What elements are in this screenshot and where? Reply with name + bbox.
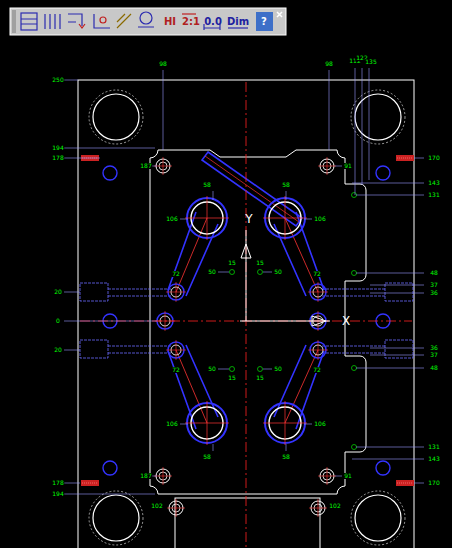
dimension-number: 50 <box>273 269 283 275</box>
toolbar-label: HI <box>163 17 177 27</box>
dimension-number: 36 <box>429 290 439 296</box>
dimension-number: 250 <box>51 77 64 83</box>
dimension-number: 50 <box>273 366 283 372</box>
toolbar-label: ? <box>260 17 268 27</box>
dimension-number: 20 <box>53 347 63 353</box>
dimension-number: 106 <box>165 216 178 222</box>
dimension-number: 20 <box>53 289 63 295</box>
toolbar <box>10 8 286 35</box>
dimension-number: 98 <box>158 61 168 67</box>
axis-label: Y <box>244 213 253 225</box>
dimension-number: 37 <box>429 282 439 288</box>
dimension-number: 131 <box>427 444 440 450</box>
dimension-number: 143 <box>427 456 440 462</box>
dimension-number: 72 <box>171 271 181 277</box>
dimension-number: 72 <box>312 367 322 373</box>
dimension-number: 170 <box>427 480 440 486</box>
dimension-number: 15 <box>255 375 265 381</box>
dimension-number: 15 <box>227 260 237 266</box>
dimension-number: 36 <box>429 345 439 351</box>
toolbar-label: Dim <box>226 17 250 27</box>
dimension-number: 0 <box>55 318 61 324</box>
dimension-number: 91 <box>343 163 353 169</box>
dimension-number: 170 <box>427 155 440 161</box>
dimension-number: 106 <box>165 421 178 427</box>
toolbar-label: 2:1 <box>181 17 201 27</box>
axis-label: X <box>341 315 351 327</box>
dimension-number: 48 <box>429 270 439 276</box>
dimension-number: 106 <box>313 216 326 222</box>
dimension-number: 102 <box>328 503 341 509</box>
dimension-number: 58 <box>202 454 212 460</box>
dimension-number: 58 <box>202 182 212 188</box>
dimension-number: 187 <box>139 473 152 479</box>
dimension-number: 72 <box>312 271 322 277</box>
dimension-number: 178 <box>51 155 64 161</box>
dimension-number: 135 <box>364 59 377 65</box>
plate <box>78 80 414 548</box>
dimension-number: 58 <box>281 454 291 460</box>
toolbar-label: 0.0 <box>203 17 223 27</box>
dimension-number: 102 <box>150 503 163 509</box>
dimension-number: 15 <box>227 375 237 381</box>
dimension-number: 50 <box>207 269 217 275</box>
dimension-number: 178 <box>51 480 64 486</box>
dimension-number: 37 <box>429 352 439 358</box>
dimension-number: 50 <box>207 366 217 372</box>
dimension-number: 187 <box>139 163 152 169</box>
dimension-number: 194 <box>51 491 64 497</box>
dimension-number: 48 <box>429 365 439 371</box>
dimension-number: 194 <box>51 145 64 151</box>
dimension-number: 91 <box>343 473 353 479</box>
dimension-number: 72 <box>171 367 181 373</box>
dimension-number: 15 <box>255 260 265 266</box>
dimension-number: 106 <box>313 421 326 427</box>
dimension-number: 58 <box>281 182 291 188</box>
dimension-number: 143 <box>427 180 440 186</box>
dimension-number: 98 <box>324 61 334 67</box>
dimension-number: 131 <box>427 192 440 198</box>
